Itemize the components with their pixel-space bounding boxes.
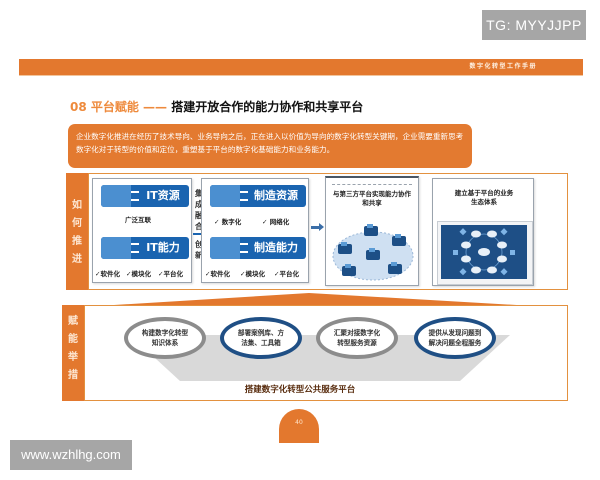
it-resource-item: 广泛互联 [125, 216, 151, 224]
mfg-resource-item: ✓ 网络化 [262, 218, 290, 226]
section-number: 08 平台赋能 —— [70, 100, 168, 114]
page-number: 40 [295, 419, 303, 426]
header-bar: 数字化转型工作手册 [19, 59, 583, 76]
measure-ellipse: 部署案例库、方法集、工具箱 [220, 317, 302, 359]
third-party-panel: 与第三方平台实现能力协作和共享 [325, 176, 419, 286]
network-plug-icon [101, 185, 131, 207]
page-number-tab: 40 [279, 409, 319, 443]
intro-box: 企业数字化推进在经历了技术导向、业务导向之后，正在进入以价值为导向的数字化转型关… [68, 124, 472, 168]
it-capability-item: ✓模块化 [126, 270, 151, 278]
side-label-empowerment: 赋 能 举 措 [62, 305, 84, 401]
mfg-capability-header: 制造能力 [210, 237, 306, 259]
gear-icon [210, 185, 240, 207]
mfg-capability-item: ✓平台化 [274, 270, 299, 278]
watermark-tg: TG: MYYJJPP [482, 10, 586, 40]
ecosystem-hub-diagram [441, 225, 527, 279]
intro-text: 企业数字化推进在经历了技术导向、业务导向之后，正在进入以价值为导向的数字化转型关… [76, 132, 464, 154]
connector-bar [193, 233, 205, 238]
ecosystem-title: 建立基于平台的业务生态体系 [454, 189, 514, 206]
watermark-url: www.wzhlhg.com [10, 440, 132, 470]
mfg-resource-header: 制造资源 [210, 185, 306, 207]
integration-innovation-label: 集 成 融 合 创 新 [193, 189, 205, 260]
arrow-right-icon [311, 226, 321, 229]
wrench-icon [210, 237, 240, 259]
it-panel: IT资源 广泛互联 IT能力 ✓软件化 ✓模块化 ✓平台化 [92, 178, 192, 283]
measure-ellipse: 汇聚对接数字化转型服务资源 [316, 317, 398, 359]
platform-label: 搭建数字化转型公共服务平台 [244, 385, 356, 395]
mfg-capability-item: ✓软件化 [205, 270, 230, 278]
measure-ellipse: 提供从发现问题到解决问题全程服务 [414, 317, 496, 359]
measure-ellipse: 构建数字化转型知识体系 [124, 317, 206, 359]
running-title: 数字化转型工作手册 [469, 63, 537, 70]
it-capability-item: ✓平台化 [158, 270, 183, 278]
it-capability-header: IT能力 [101, 237, 189, 259]
section-heading: 搭建开放合作的能力协作和共享平台 [171, 100, 364, 114]
mfg-capability-item: ✓模块化 [240, 270, 265, 278]
third-party-title: 与第三方平台实现能力协作和共享 [333, 190, 411, 207]
side-label-how-to-advance: 如 何 推 进 [66, 173, 88, 290]
it-resource-header: IT资源 [101, 185, 189, 207]
roof-divider [66, 293, 568, 308]
it-capability-item: ✓软件化 [95, 270, 120, 278]
network-collaboration-diagram [332, 224, 414, 281]
mfg-resource-item: ✓ 数字化 [214, 218, 242, 226]
laptop-icon [101, 237, 131, 259]
ecosystem-panel: 建立基于平台的业务生态体系 [432, 178, 534, 286]
section-title: 08 平台赋能 —— 搭建开放合作的能力协作和共享平台 [70, 98, 363, 115]
manufacturing-panel: 制造资源 ✓ 数字化 ✓ 网络化 制造能力 ✓软件化 ✓模块化 ✓平台化 [201, 178, 309, 283]
